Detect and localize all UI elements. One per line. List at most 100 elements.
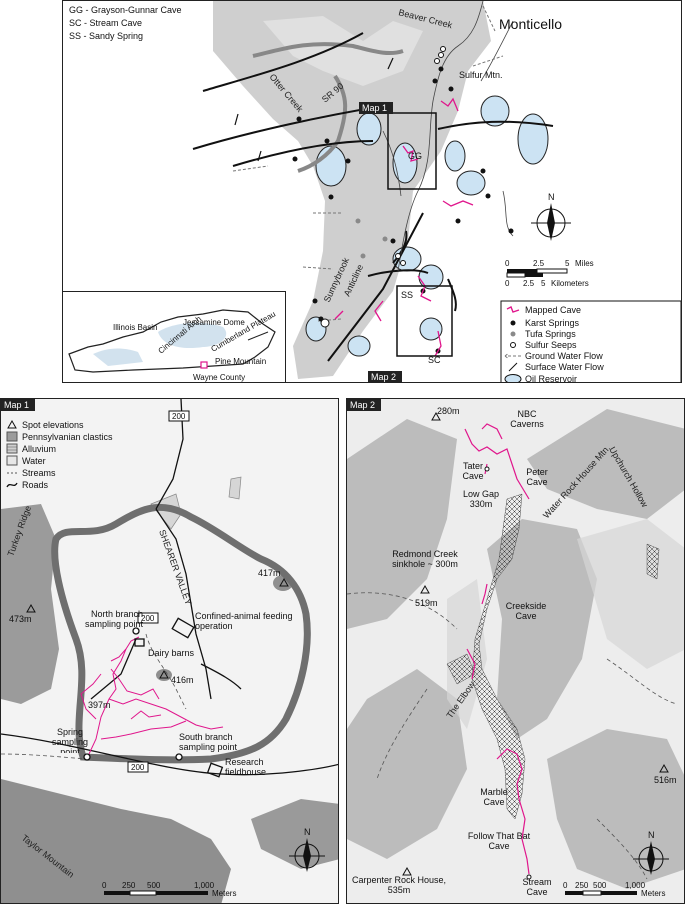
north-arrow-icon: N xyxy=(531,192,571,241)
label-473m: 473m xyxy=(9,614,32,624)
map2-panel-tag-box xyxy=(347,399,381,411)
map2-spot-elevations xyxy=(402,411,669,876)
overview-map-canvas: GG - Grayson-Gunnar Cave SC - Stream Cav… xyxy=(69,1,681,383)
label-tater-wrap: Tater Cave xyxy=(462,461,484,481)
map2-panel: Map 2 280m NBC Caverns Tater Cave Peter … xyxy=(346,398,685,904)
map1-tag: Map 1 xyxy=(362,103,387,113)
ground-water-flow xyxy=(232,5,504,322)
road-200-bot: 200 xyxy=(131,763,145,772)
scale-mi-unit: Miles xyxy=(575,259,594,268)
map1-panel-tag: Map 1 xyxy=(4,400,29,410)
turkey-ridge-area xyxy=(1,504,59,704)
label-519m: 519m xyxy=(415,598,438,608)
scale-km-1: 2.5 xyxy=(523,279,535,288)
buildings xyxy=(134,617,224,778)
map2-tag: Map 2 xyxy=(371,372,396,382)
inset-wayne-county: Wayne County xyxy=(193,373,245,382)
map1-legend-penn: Pennsylvanian clastics xyxy=(22,432,113,442)
map2-canvas: Map 2 280m NBC Caverns Tater Cave Peter … xyxy=(347,399,684,898)
watershed-boundary xyxy=(51,503,311,764)
label-south-branch: South branch sampling point xyxy=(179,732,238,752)
label-marble-wrap: Marble Cave xyxy=(480,787,508,807)
cave-entrances xyxy=(484,466,532,880)
legend-sulfur-seeps: Sulfur Seeps xyxy=(525,340,577,350)
oil-reservoirs xyxy=(305,95,549,357)
label-sc: SC xyxy=(428,355,441,365)
oil-reservoir xyxy=(517,113,549,165)
north-label: N xyxy=(548,192,555,202)
label-north-branch: North branch sampling point xyxy=(84,609,143,629)
inset-illinois-basin: Illinois Basin xyxy=(113,323,157,332)
legend-ground-water-flow: Ground Water Flow xyxy=(525,351,603,361)
map2-frame xyxy=(396,285,453,357)
legend-mapped-cave: Mapped Cave xyxy=(525,305,581,315)
road-shields: 200 200 200 xyxy=(127,410,190,773)
map1-legend-spot: Spot elevations xyxy=(22,420,84,430)
overview-legend: Mapped Cave Karst Springs Tufa Springs S… xyxy=(500,300,681,383)
kentucky-inset-canvas: Illinois Basin Jessamine Dome Cincinnati… xyxy=(68,309,277,382)
label-carpenter-wrap: Carpenter Rock House, 535m xyxy=(351,875,447,895)
label-417m: 417m xyxy=(258,568,281,578)
label-research-fieldhouse-wrap: Research fieldhouse xyxy=(225,757,267,777)
legend-karst-springs: Karst Springs xyxy=(525,318,580,328)
fault-ticks xyxy=(234,57,394,162)
oil-reservoir xyxy=(419,317,443,341)
map2-scale-unit: Meters xyxy=(641,889,665,898)
road-200-top: 200 xyxy=(172,412,186,421)
label-confined-feeding-wrap: Confined-animal feeding operation xyxy=(195,611,293,631)
label-ss: SS xyxy=(401,290,413,300)
map1-caves xyxy=(80,636,224,755)
map2-panel-tag: Map 2 xyxy=(350,400,375,410)
label-research-fieldhouse: Research fieldhouse xyxy=(225,757,267,777)
oil-reservoir xyxy=(392,142,418,184)
map1-legend-alluvium: Alluvium xyxy=(22,444,56,454)
road-200-mid: 200 xyxy=(141,614,155,623)
label-nbc-caverns: NBC Caverns xyxy=(510,409,544,429)
scale-mi-1: 2.5 xyxy=(533,259,545,268)
map1-scale-0: 0 xyxy=(102,881,107,890)
map1-tag-box xyxy=(359,102,393,114)
abbr-gg: GG - Grayson-Gunnar Cave xyxy=(69,5,182,15)
tufa-springs xyxy=(355,218,388,259)
label-monticello: Monticello xyxy=(499,16,562,32)
label-peter-cave: Peter Cave xyxy=(526,467,548,487)
label-ftb-wrap: Follow That Bat Cave xyxy=(468,831,530,851)
oil-reservoir xyxy=(480,95,510,127)
label-516m: 516m xyxy=(654,775,677,785)
map2-north-label: N xyxy=(648,830,655,840)
map1-legend-roads: Roads xyxy=(22,480,49,490)
map2-scale-0: 0 xyxy=(563,881,568,890)
label-redmond-creek: Redmond Creek sinkhole ~ 300m xyxy=(392,549,458,569)
label-sulfur-mtn: Sulfur Mtn. xyxy=(459,70,503,80)
oil-reservoir xyxy=(347,335,371,357)
map1-frame xyxy=(387,112,437,190)
mapped-caves xyxy=(334,97,474,357)
map2-north-arrow-icon: N xyxy=(633,830,669,875)
map2-tag-box xyxy=(368,371,402,382)
label-confined-feeding: Confined-animal feeding operation xyxy=(195,611,293,631)
label-redmond-wrap: Redmond Creek sinkhole ~ 300m xyxy=(392,549,458,569)
inset-jessamine-dome: Jessamine Dome xyxy=(183,318,245,327)
label-spring-sampling-wrap: Spring sampling point xyxy=(52,727,88,753)
stream-lines xyxy=(1,633,187,760)
inset-pine-mountain: Pine Mountain xyxy=(215,357,266,366)
label-carpenter: Carpenter Rock House, 535m xyxy=(351,875,447,895)
spot-elevations xyxy=(26,577,289,679)
map1-scale-bar: 0 250 500 1,000 Meters xyxy=(102,881,236,898)
taylor-mountain-area xyxy=(1,779,231,903)
map1-north-arrow-icon: N xyxy=(289,827,325,872)
relief-ridges xyxy=(347,409,684,889)
abbr-ss: SS - Sandy Spring xyxy=(69,31,143,41)
scale-mi-0: 0 xyxy=(505,259,510,268)
label-low-gap-wrap: Low Gap 330m xyxy=(463,489,499,509)
label-marble-cave: Marble Cave xyxy=(480,787,508,807)
legend-surface-water-flow: Surface Water Flow xyxy=(525,362,604,372)
label-tater-cave: Tater Cave xyxy=(462,461,484,481)
label-creekside-cave: Creekside Cave xyxy=(505,601,547,621)
map2-scale-bar: 0 250 500 1,000 Meters xyxy=(563,881,665,898)
map1-scale-unit: Meters xyxy=(212,889,236,898)
label-stream-wrap: Stream Cave xyxy=(522,877,551,897)
sulfur-seeps xyxy=(320,46,446,328)
label-dairy-barns: Dairy barns xyxy=(148,648,195,658)
legend-oil-reservoir: Oil Reservoir xyxy=(525,374,577,383)
